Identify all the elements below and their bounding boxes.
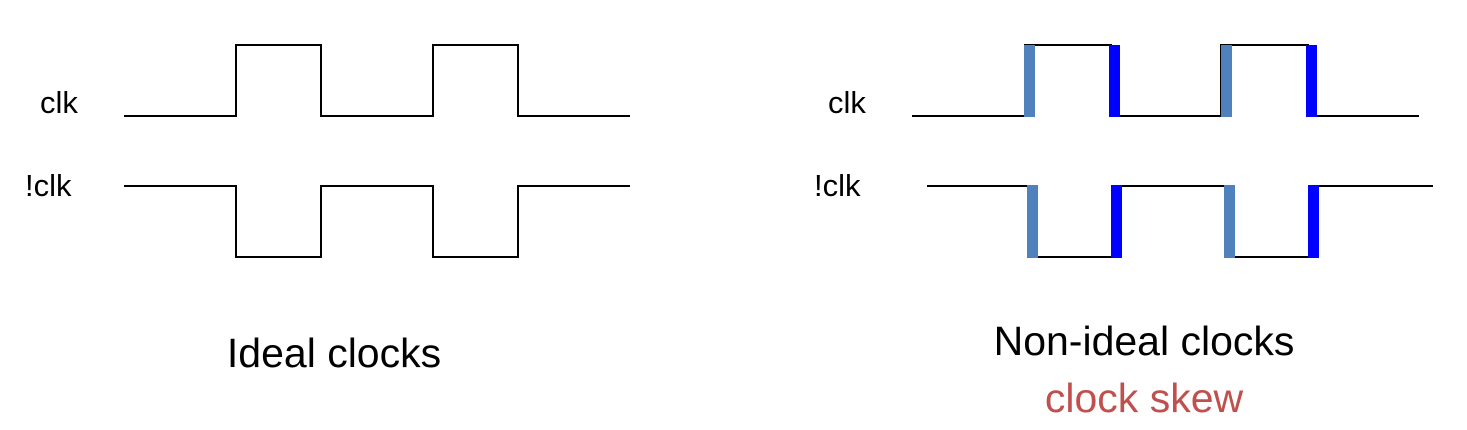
nonideal-nclk-label: !clk [814, 168, 861, 203]
nclk-falling-edge-skew-marker [1224, 185, 1235, 258]
clk-falling-edge-skew-marker [1109, 45, 1120, 117]
nonideal-clocks-panel: clk !clk Non-ideal clocks clock skew [814, 44, 1433, 421]
ideal-clk-label: clk [40, 85, 78, 120]
nclk-falling-edge-skew-marker [1027, 185, 1038, 258]
nclk-rising-edge-skew-marker [1111, 185, 1122, 258]
nclk-rising-edge-skew-marker [1308, 185, 1319, 258]
nonideal-clk-waveform [912, 44, 1419, 117]
ideal-nclk-label: !clk [25, 168, 72, 203]
ideal-nclk-waveform [124, 185, 630, 258]
ideal-clk-waveform [124, 44, 630, 117]
clk-rising-edge-skew-marker [1221, 45, 1232, 117]
nonideal-clk-label: clk [828, 85, 866, 120]
nonideal-nclk-waveform [927, 185, 1433, 258]
clk-falling-edge-skew-marker [1306, 45, 1317, 117]
ideal-clocks-caption: Ideal clocks [227, 330, 441, 376]
clk-rising-edge-skew-marker [1024, 45, 1035, 117]
nonideal-clocks-caption: Non-ideal clocks [994, 318, 1295, 364]
ideal-clocks-panel: clk !clk Ideal clocks [25, 44, 630, 376]
clock-skew-subcaption: clock skew [1045, 375, 1244, 421]
